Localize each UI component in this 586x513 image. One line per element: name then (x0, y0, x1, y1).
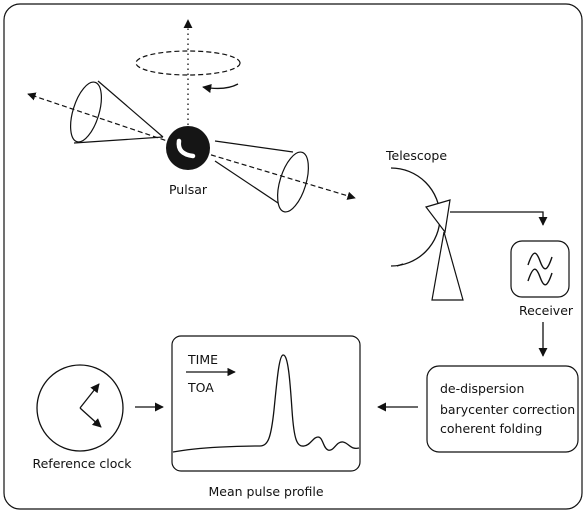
arrow-telescope-to-receiver (450, 211, 548, 226)
pulse-profile-curve (172, 354, 360, 453)
telescope-feed (424, 199, 451, 234)
profile-label: Mean pulse profile (208, 484, 323, 499)
beam-axis-left (27, 92, 189, 149)
spin-ellipse (135, 50, 241, 76)
profile-box (171, 335, 361, 472)
left-beam-cone (70, 80, 164, 144)
pulsar-label: Pulsar (169, 182, 208, 197)
telescope-label: Telescope (385, 148, 447, 163)
telescope-mount (431, 231, 464, 301)
pulse-profile-group: TIME TOA Mean pulse profile (171, 335, 361, 499)
processing-step: coherent folding (440, 421, 542, 436)
clock-group: Reference clock (32, 364, 164, 471)
processing-step: barycenter correction (440, 402, 575, 417)
telescope-group: Telescope (385, 148, 548, 301)
telescope-dish (390, 167, 441, 267)
pulsar-group: Pulsar (27, 19, 356, 213)
clock-face-icon (36, 364, 124, 452)
receiver-box (510, 240, 570, 298)
rotation-arrow (202, 83, 239, 93)
toa-label: TOA (187, 380, 214, 395)
receiver-group: Receiver (510, 240, 574, 357)
time-label: TIME (187, 352, 218, 367)
processing-group: de-dispersion barycenter correction cohe… (377, 365, 579, 453)
beam-axis-right (187, 147, 356, 200)
processing-box (426, 365, 579, 453)
clock-label: Reference clock (32, 456, 132, 471)
pulsar-star-icon (166, 126, 210, 170)
outer-frame (3, 3, 583, 510)
receiver-label: Receiver (519, 303, 574, 318)
right-beam-cone (214, 140, 309, 213)
processing-step: de-dispersion (440, 381, 524, 396)
sine-wave-icon (527, 252, 553, 286)
